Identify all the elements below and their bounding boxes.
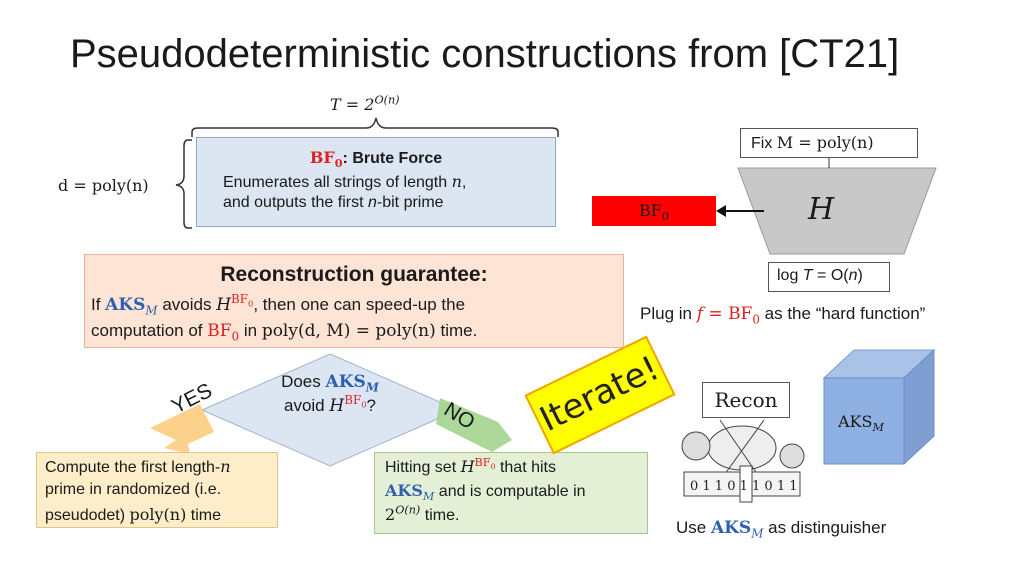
decision-question-line2: avoid HBF0? bbox=[284, 393, 376, 416]
yes-result-box: Compute the first length-n prime in rand… bbox=[36, 452, 278, 528]
bf-title: BF0: Brute Force bbox=[309, 148, 443, 171]
turing-machine-illustration bbox=[681, 419, 805, 503]
no-line3: 2O(n) time. bbox=[385, 503, 460, 524]
H-trapezoid bbox=[737, 167, 937, 255]
yes-line2: prime in randomized (i.e. bbox=[45, 481, 222, 498]
yes-line1: Compute the first length-n bbox=[45, 457, 231, 476]
reconstruction-line2: computation of BF0 in poly(d, M) = poly(… bbox=[91, 321, 478, 344]
hitting-set-generator-label: H bbox=[808, 192, 835, 227]
reconstruction-guarantee-box: Reconstruction guarantee: If AKSM avoids… bbox=[84, 254, 624, 348]
no-arrow bbox=[436, 398, 512, 452]
tape-digits: 0 1 1 0 1 1 0 1 1 bbox=[690, 479, 798, 494]
recon-label: Recon bbox=[702, 382, 790, 418]
decision-diamond bbox=[200, 353, 460, 467]
use-distinguisher-text: Use AKSM as distinguisher bbox=[676, 518, 887, 541]
fix-M-box: Fix M = poly(n) bbox=[740, 128, 918, 158]
yes-arrow bbox=[150, 404, 214, 454]
reconstruction-title: Reconstruction guarantee: bbox=[220, 263, 488, 286]
slide-title: Pseudodeterministic constructions from [… bbox=[70, 32, 900, 76]
bf-desc-line1: Enumerates all strings of length n, bbox=[223, 172, 467, 191]
input-length-label: d = poly(n) bbox=[58, 176, 149, 195]
distinguisher-cube bbox=[822, 348, 936, 466]
cube-label: AKSM bbox=[838, 412, 884, 435]
bf-desc-line2: and outputs the first n-bit prime bbox=[223, 194, 444, 211]
no-line2: AKSM and is computable in bbox=[385, 481, 586, 504]
reconstruction-line1: If AKSM avoids HBF0, then one can speed-… bbox=[91, 292, 466, 318]
left-brace bbox=[175, 139, 192, 229]
decision-question-line1: Does AKSM bbox=[281, 372, 379, 395]
no-result-box: Hitting set HBF0 that hits AKSM and is c… bbox=[374, 452, 648, 534]
plug-in-text: Plug in f = BF0 as the “hard function” bbox=[640, 304, 926, 327]
no-line1: Hitting set HBF0 that hits bbox=[385, 455, 556, 476]
brute-force-box: BF0: Brute Force Enumerates all strings … bbox=[196, 137, 556, 227]
yes-line3: pseudodet) poly(n) time bbox=[45, 505, 222, 524]
logT-box: log T = O(n) bbox=[768, 262, 890, 292]
top-brace bbox=[191, 117, 559, 137]
time-bound-label: T = 2O(n) bbox=[330, 93, 400, 114]
bf0-output-box: BF0 bbox=[592, 196, 716, 226]
